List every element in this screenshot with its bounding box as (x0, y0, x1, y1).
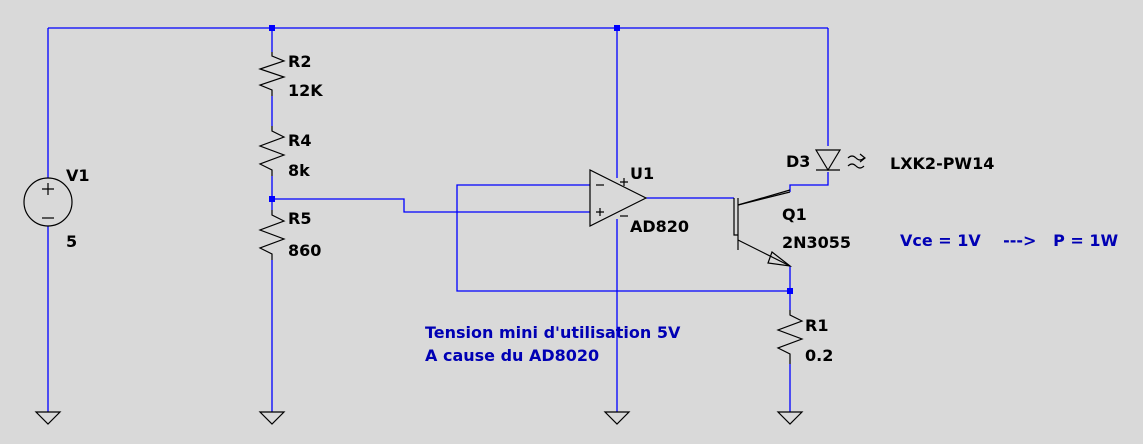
voltage-source-icon (23, 177, 73, 227)
u1-name-label: U1 (630, 164, 654, 183)
feedback-wire (456, 184, 790, 292)
v1-name-label: V1 (66, 166, 90, 185)
resistor-icon (258, 126, 286, 176)
r5-name-label: R5 (288, 209, 311, 228)
power-note: Vce = 1V ---> P = 1W (900, 231, 1119, 250)
r5-value-label: 860 (288, 241, 321, 260)
v1-value-label: 5 (66, 232, 77, 251)
junction-dot (787, 288, 793, 294)
junction-dot (614, 25, 620, 31)
ground-icon (603, 411, 631, 425)
q1-name-label: Q1 (782, 205, 807, 224)
r1-value-label: 0.2 (805, 346, 833, 365)
d3-value-label: LXK2-PW14 (890, 154, 994, 173)
note-line-2: A cause du AD8020 (425, 346, 599, 365)
ground-icon (776, 411, 804, 425)
resistor-icon (776, 310, 804, 364)
npn-transistor-icon (733, 189, 793, 267)
led-icon (814, 149, 866, 172)
r2-value-label: 12K (288, 81, 323, 100)
r4-value-label: 8k (288, 161, 310, 180)
noninverting-input-wire (272, 198, 590, 213)
led-collector-wire (789, 172, 829, 192)
r1-name-label: R1 (805, 316, 828, 335)
grounds (34, 411, 804, 425)
junction-dot (269, 25, 275, 31)
r4-name-label: R4 (288, 131, 311, 150)
u1-value-label: AD820 (630, 217, 689, 236)
junctions (269, 25, 793, 294)
r2-name-label: R2 (288, 52, 311, 71)
ground-icon (34, 411, 62, 425)
junction-dot (269, 196, 275, 202)
d3-name-label: D3 (786, 152, 810, 171)
op-amp-icon (589, 169, 648, 227)
resistor-icon (258, 210, 286, 260)
resistor-icon (258, 52, 286, 96)
q1-value-label: 2N3055 (782, 233, 851, 252)
ground-icon (258, 411, 286, 425)
wires (47, 27, 829, 412)
note-line-1: Tension mini d'utilisation 5V (425, 323, 681, 342)
